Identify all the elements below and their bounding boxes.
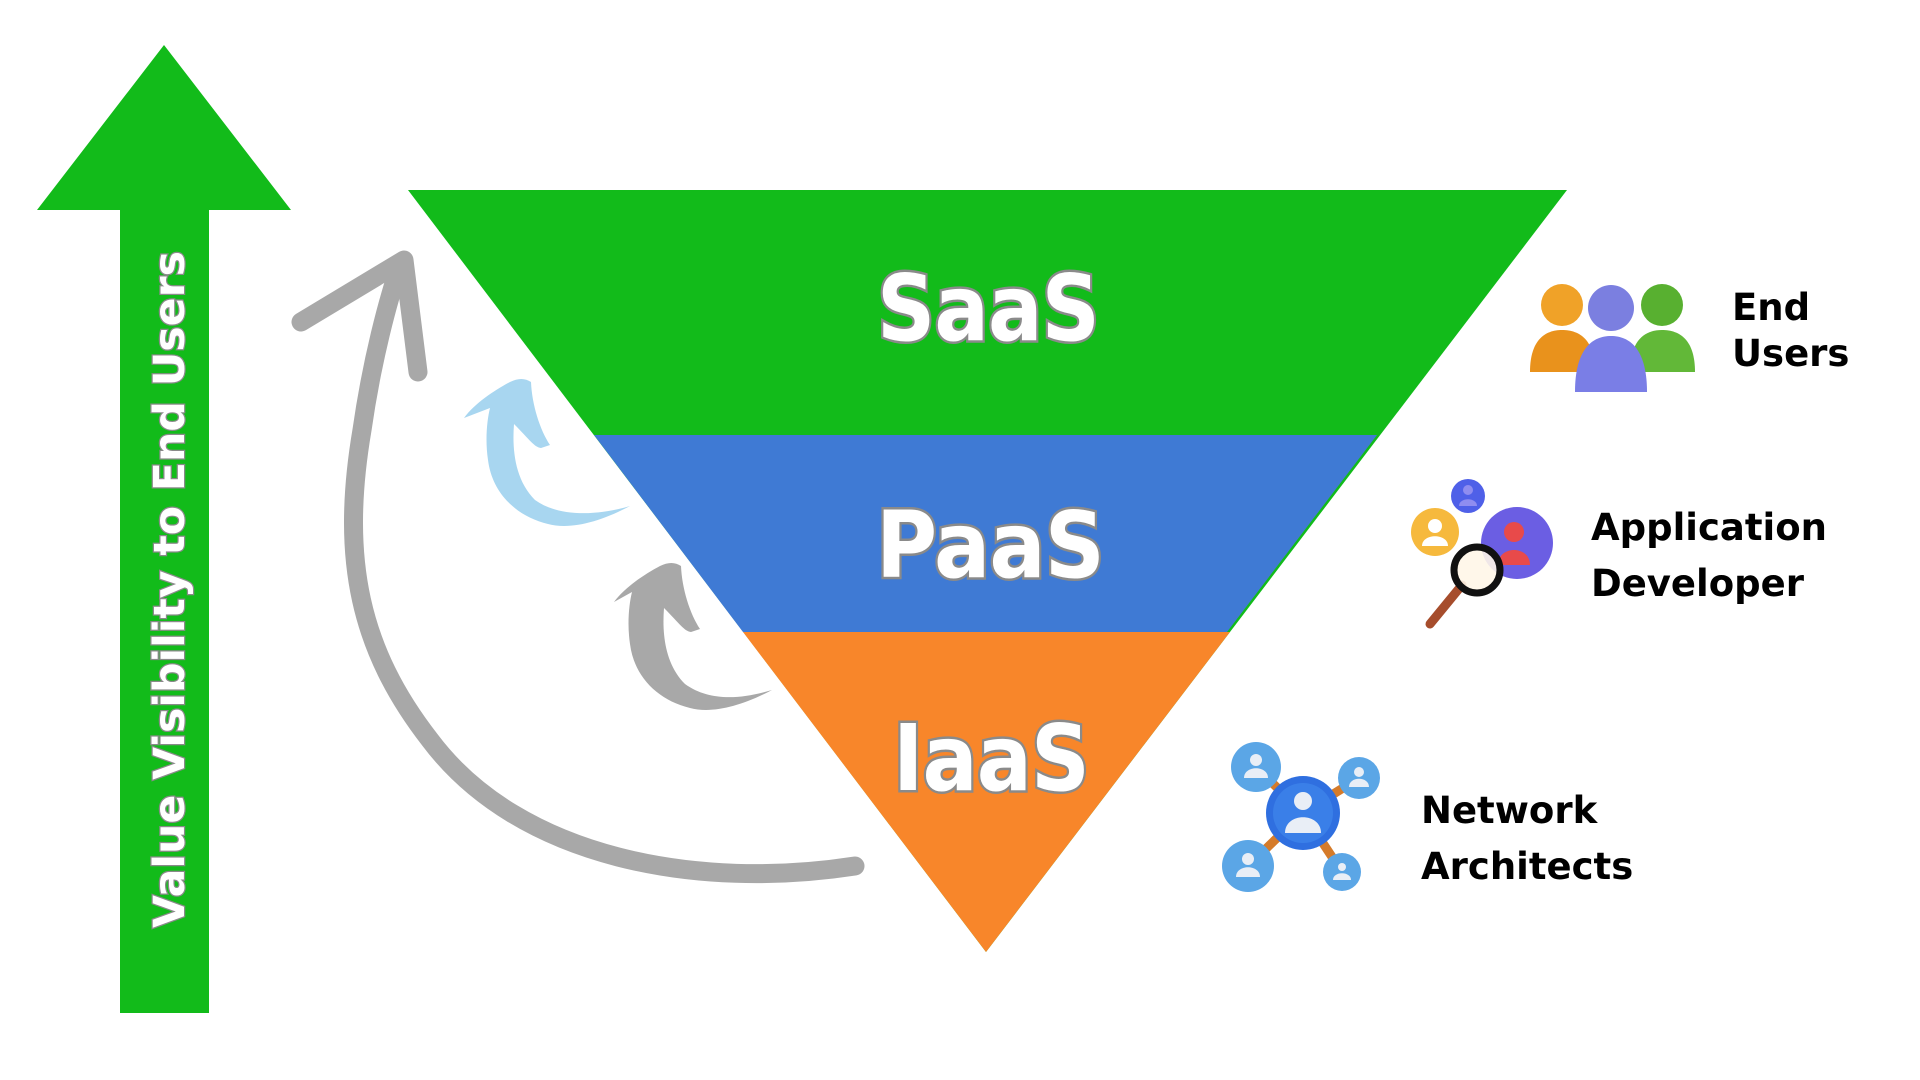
role-end-users-line1: End (1732, 286, 1811, 329)
lower-arrow-body (614, 563, 772, 710)
paas-layer (594, 435, 1377, 632)
role-network-line2: Architects (1421, 845, 1634, 888)
upper-arrow-body (464, 379, 630, 526)
developer-search-icon (1411, 479, 1553, 629)
role-network-line1: Network (1421, 789, 1598, 832)
network-icon (1222, 742, 1380, 892)
iaas-label: IaaS (893, 705, 1089, 812)
value-visibility-label: Value Visibility to End Users (145, 251, 195, 928)
paas-label: PaaS (876, 492, 1104, 599)
role-label-application-developer: Application Developer (1591, 500, 1827, 612)
service-pyramid: SaaS PaaS IaaS (408, 190, 1567, 952)
users-group-icon (1530, 284, 1695, 392)
role-app-dev-line2: Developer (1591, 562, 1804, 605)
role-label-end-users: End Users (1732, 285, 1849, 377)
large-curved-arrow-shaft (344, 255, 865, 884)
value-visibility-arrow: Value Visibility to End Users (37, 45, 291, 1013)
large-curved-arrow (291, 250, 865, 884)
large-curved-arrow-head (291, 250, 428, 382)
small-curved-arrow-upper (464, 379, 630, 526)
value-arrow-head (37, 45, 291, 1013)
role-end-users-line2: Users (1732, 332, 1850, 375)
role-app-dev-line1: Application (1591, 506, 1828, 549)
role-label-network-architects: Network Architects (1421, 783, 1633, 895)
small-curved-arrow-lower (614, 563, 772, 710)
iaas-layer (743, 632, 1230, 952)
saas-label: SaaS (877, 255, 1099, 362)
